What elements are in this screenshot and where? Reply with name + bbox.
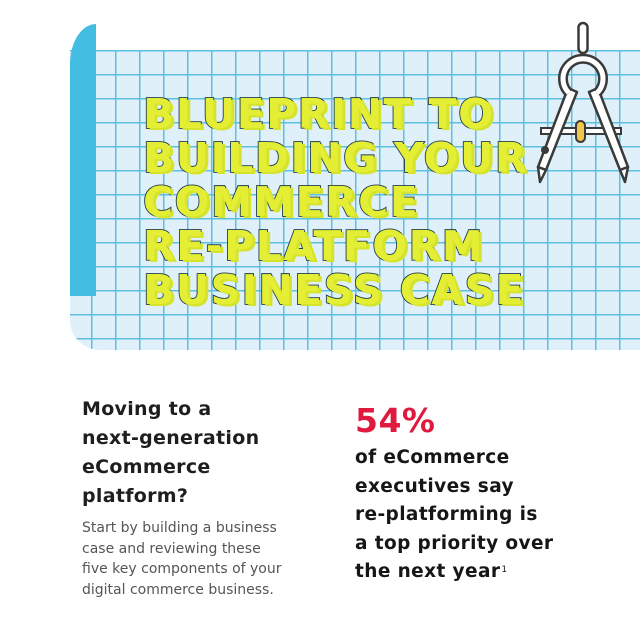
hero-title-line: BUSINESS CASE	[142, 266, 525, 314]
intro-question: Moving to a next-generation eCommerce pl…	[82, 395, 302, 511]
intro-question-line: Moving to a	[82, 398, 212, 420]
stat-description-line: executives say	[355, 475, 514, 497]
intro-description-line: digital commerce business.	[82, 581, 274, 598]
intro-description-line: Start by building a business	[82, 520, 277, 536]
hero-title-line: RE-PLATFORM	[142, 222, 485, 270]
stat-description: of eCommerce executives say re-platformi…	[355, 444, 625, 587]
paper-roll	[70, 24, 96, 296]
hero-title-line: COMMERCE	[142, 178, 420, 226]
intro-description-line: five key components of your	[82, 561, 282, 577]
stat-description-line: re-platforming is	[355, 504, 538, 525]
stat-description-line: the next year1	[355, 558, 625, 587]
stat-percentage: 54%	[355, 401, 436, 440]
stat-description-line-text: the next year	[355, 561, 501, 582]
intro-question-line: next-generation	[82, 427, 260, 449]
hero-title: BLUEPRINT TO BUILDING YOUR COMMERCE RE-P…	[142, 90, 528, 314]
intro-description: Start by building a business case and re…	[82, 518, 312, 600]
blueprint-grid-paper	[70, 50, 640, 350]
hero-title-line: BUILDING YOUR	[142, 134, 528, 182]
drafting-compass-icon	[536, 21, 630, 184]
intro-description-line: case and reviewing these	[82, 540, 261, 557]
hero-title-line: BLUEPRINT TO	[142, 90, 495, 138]
intro-question-line: platform?	[82, 485, 189, 507]
stat-description-line: a top priority over	[355, 532, 554, 554]
footnote-marker: 1	[501, 565, 508, 575]
intro-question-line: eCommerce	[82, 456, 211, 478]
stat-description-line: of eCommerce	[355, 447, 510, 468]
